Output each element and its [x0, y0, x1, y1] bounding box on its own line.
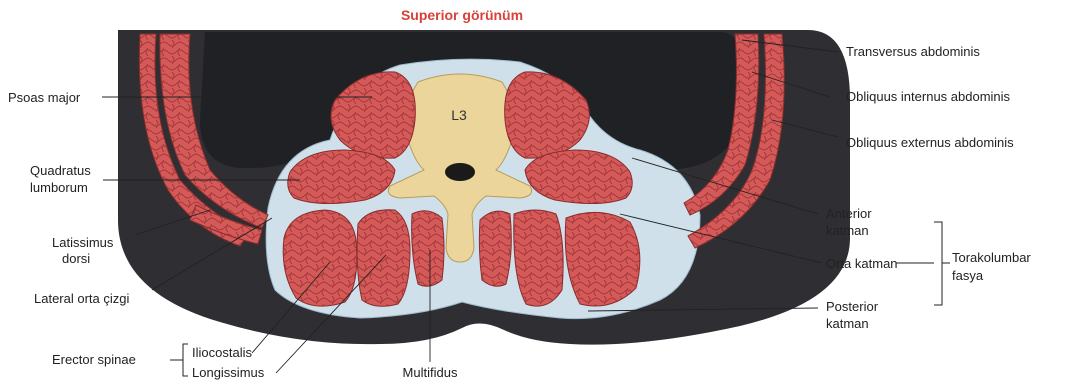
label-quadratus-lumborum-2: lumborum — [30, 180, 88, 195]
label-latissimus-dorsi-1: Latissimus — [52, 235, 114, 250]
erector-spinae-bracket — [170, 344, 188, 376]
vertebral-canal — [445, 163, 475, 181]
label-erector-spinae: Erector spinae — [52, 352, 136, 367]
label-multifidus: Multifidus — [403, 365, 458, 380]
label-latissimus-dorsi-2: dorsi — [62, 251, 90, 266]
label-obliquus-externus: Obliquus externus abdominis — [846, 135, 1014, 150]
label-posterior-katman-1: Posterior — [826, 299, 879, 314]
label-torakolumbar-fasya-1: Torakolumbar — [952, 250, 1031, 265]
torakolumbar-bracket — [934, 222, 950, 305]
multifidus-left — [412, 211, 444, 286]
iliocostalis-left — [283, 210, 357, 306]
label-psoas-major: Psoas major — [8, 90, 81, 105]
label-torakolumbar-fasya-2: fasya — [952, 268, 984, 283]
multifidus-right — [479, 211, 511, 286]
label-orta-katman: Orta katman — [826, 256, 898, 271]
label-posterior-katman-2: katman — [826, 316, 869, 331]
label-anterior-katman-1: Anterior — [826, 206, 872, 221]
label-obliquus-internus: Obliquus internus abdominis — [846, 89, 1011, 104]
label-iliocostalis: Iliocostalis — [192, 345, 252, 360]
label-transversus-abdominis: Transversus abdominis — [846, 44, 980, 59]
iliocostalis-right — [565, 212, 640, 306]
label-anterior-katman-2: katman — [826, 223, 869, 238]
longissimus-right — [514, 210, 563, 306]
label-lateral-orta-cizgi: Lateral orta çizgi — [34, 291, 129, 306]
vertebra-label: L3 — [451, 107, 467, 123]
label-longissimus: Longissimus — [192, 365, 265, 380]
diagram-title: Superior görünüm — [401, 7, 523, 23]
label-quadratus-lumborum-1: Quadratus — [30, 163, 91, 178]
